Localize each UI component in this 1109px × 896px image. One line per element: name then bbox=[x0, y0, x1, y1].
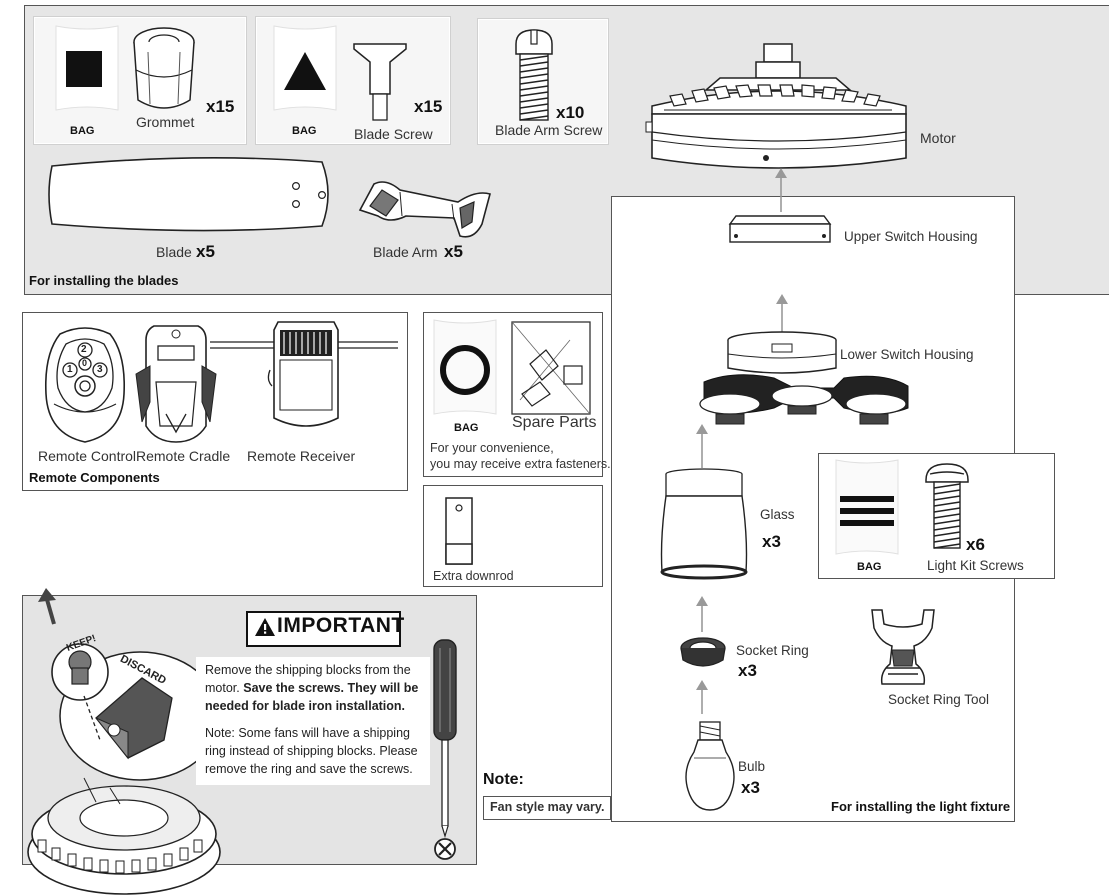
light-kit-screws-bag-label: BAG bbox=[857, 561, 882, 573]
upper-switch-housing-label: Upper Switch Housing bbox=[844, 229, 978, 244]
light-section-title: For installing the light fixture bbox=[831, 799, 1011, 814]
important-p2-line3: remove the ring and save the screws. bbox=[205, 762, 413, 776]
remote-control-label: Remote Control bbox=[38, 448, 137, 464]
blade-screw-qty: x15 bbox=[414, 97, 443, 116]
light-kit-screws-bag-icon bbox=[835, 459, 899, 555]
spare-parts-bag-icon bbox=[433, 319, 497, 415]
bulb-qty: x3 bbox=[741, 778, 760, 797]
bulb-icon bbox=[685, 721, 735, 811]
spare-parts-note-1: For your convenience, bbox=[430, 441, 554, 455]
arrow-to-lower-icon bbox=[696, 424, 708, 468]
grommet-bag-label: BAG bbox=[70, 125, 95, 137]
blade-arm-screw-icon bbox=[515, 29, 553, 121]
important-heading: IMPORTANT bbox=[277, 614, 405, 637]
remote-cradle-label: Remote Cradle bbox=[136, 448, 231, 464]
extra-downrod-label: Extra downrod bbox=[433, 569, 514, 583]
blade-icon bbox=[48, 157, 329, 232]
lower-switch-housing-label: Lower Switch Housing bbox=[840, 347, 974, 362]
note-text: Fan style may vary. bbox=[490, 800, 605, 814]
blade-screw-bag-icon bbox=[273, 25, 337, 111]
socket-ring-icon bbox=[680, 637, 726, 667]
light-kit-screws-label: Light Kit Screws bbox=[927, 558, 1024, 573]
bulb-label: Bulb bbox=[738, 759, 766, 774]
fan-motor-top-icon bbox=[27, 588, 221, 895]
screwdriver-icon bbox=[433, 639, 457, 860]
important-p1-motor: motor. bbox=[205, 681, 240, 695]
warning-icon bbox=[255, 618, 275, 636]
grommet-qty: x15 bbox=[206, 97, 235, 116]
important-p1-bold-1: Save the screws. They will be bbox=[243, 681, 419, 695]
remote-button-3: 3 bbox=[97, 364, 103, 375]
blade-label: Blade bbox=[156, 244, 192, 260]
important-p1-line1: Remove the shipping blocks from the bbox=[205, 663, 411, 677]
blade-arm-screw-qty: x10 bbox=[556, 103, 585, 122]
spare-parts-note-2: you may receive extra fasteners. bbox=[430, 457, 611, 471]
blade-arm-icon bbox=[358, 181, 491, 238]
light-kit-screw-icon bbox=[925, 463, 969, 549]
spare-parts-bag-label: BAG bbox=[454, 422, 479, 434]
remote-section-title: Remote Components bbox=[29, 470, 160, 485]
important-p2-line2: ring instead of shipping blocks. Please bbox=[205, 744, 418, 758]
remote-receiver-icon bbox=[210, 321, 398, 427]
glass-icon bbox=[660, 468, 748, 580]
grommet-bag-icon bbox=[55, 25, 119, 111]
extra-downrod-icon bbox=[445, 497, 473, 565]
remote-button-2: 2 bbox=[81, 344, 87, 355]
spare-parts-icon bbox=[511, 321, 591, 415]
arrow-to-motor-icon bbox=[775, 168, 787, 212]
important-heading-box bbox=[246, 611, 401, 647]
arrow-to-upper-icon bbox=[776, 294, 788, 334]
blades-section-title: For installing the blades bbox=[29, 273, 179, 288]
remote-control-icon bbox=[44, 327, 126, 443]
grommet-label: Grommet bbox=[136, 114, 195, 130]
important-p1-bold-2: needed for blade iron installation. bbox=[205, 699, 406, 713]
motor-icon bbox=[645, 43, 907, 169]
blade-screw-label: Blade Screw bbox=[354, 126, 433, 142]
remote-button-1: 1 bbox=[67, 364, 73, 375]
glass-qty: x3 bbox=[762, 532, 781, 551]
remote-button-0: 0 bbox=[82, 358, 88, 368]
note-box bbox=[483, 796, 611, 820]
important-p1-line2: motor. Save the screws. They will be bbox=[205, 681, 418, 695]
blade-arm-qty: x5 bbox=[444, 242, 463, 261]
socket-ring-qty: x3 bbox=[738, 661, 757, 680]
socket-ring-label: Socket Ring bbox=[736, 643, 809, 658]
important-p2-line1: Note: Some fans will have a shipping bbox=[205, 726, 410, 740]
blade-qty: x5 bbox=[196, 242, 215, 261]
grommet-icon bbox=[133, 27, 195, 109]
motor-label: Motor bbox=[920, 130, 956, 146]
arrow-to-glass-icon bbox=[696, 596, 708, 632]
lower-switch-housing-icon bbox=[699, 331, 909, 425]
arrow-to-socket-ring-icon bbox=[696, 680, 708, 714]
upper-switch-housing-icon bbox=[728, 215, 832, 243]
important-text-box bbox=[196, 657, 430, 785]
light-kit-screws-qty: x6 bbox=[966, 535, 985, 554]
spare-parts-label: Spare Parts bbox=[512, 414, 597, 431]
blade-screw-icon bbox=[353, 43, 407, 121]
remote-receiver-label: Remote Receiver bbox=[247, 448, 356, 464]
blade-arm-label: Blade Arm bbox=[373, 244, 438, 260]
socket-ring-tool-icon bbox=[871, 609, 935, 685]
blade-arm-screw-label: Blade Arm Screw bbox=[495, 122, 603, 138]
socket-ring-tool-label: Socket Ring Tool bbox=[888, 692, 990, 707]
note-heading: Note: bbox=[483, 771, 524, 788]
blade-screw-bag-label: BAG bbox=[292, 125, 317, 137]
glass-label: Glass bbox=[760, 507, 795, 522]
remote-cradle-icon bbox=[135, 325, 217, 443]
